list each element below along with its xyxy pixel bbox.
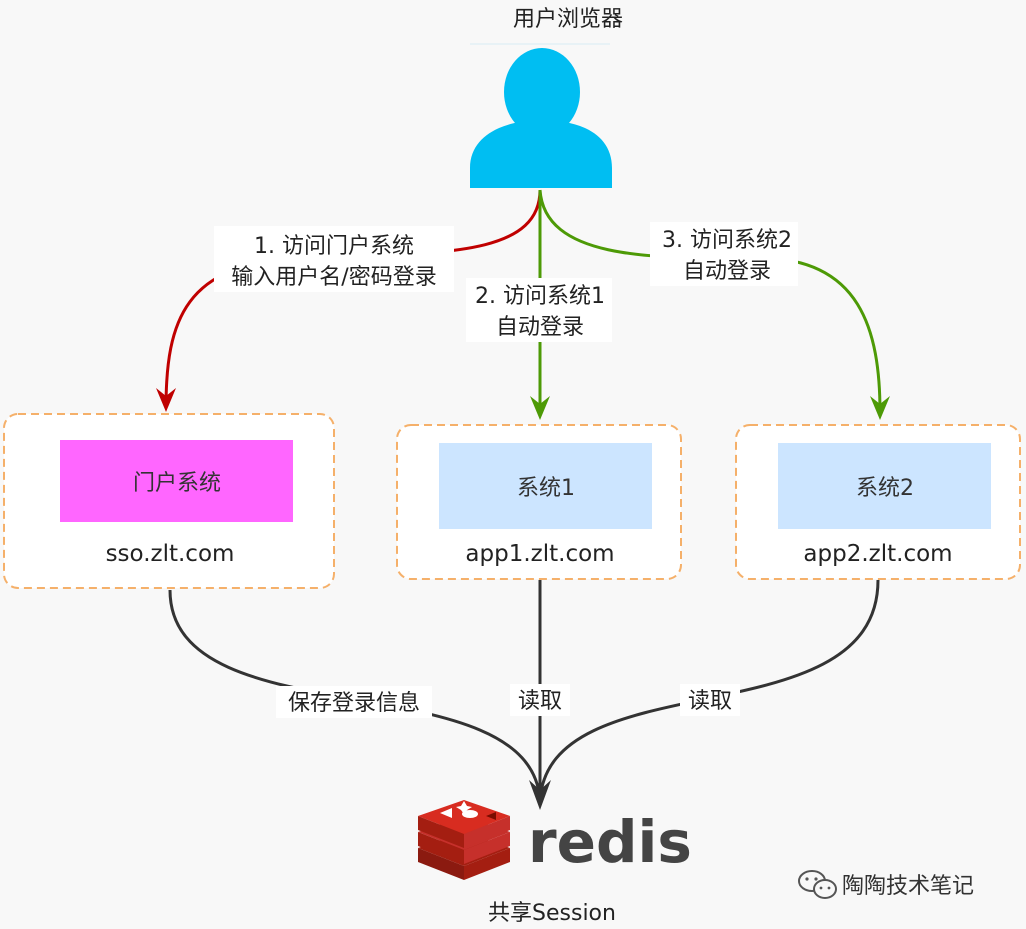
user-label: 用户浏览器 — [513, 7, 623, 32]
watermark-text: 陶陶技术笔记 — [842, 874, 974, 899]
system-app1-name: 系统1 — [517, 476, 575, 501]
edge-app1-line2: 自动登录 — [496, 315, 584, 340]
edge-user-app1-arrowhead — [530, 396, 550, 420]
redis-caption: 共享Session — [488, 901, 616, 926]
redis-logo-text: redis — [528, 808, 692, 876]
system-portal: 门户系统 sso.zlt.com — [3, 413, 335, 589]
edge-app2-line1: 3. 访问系统2 — [662, 228, 792, 253]
system-app1-box — [439, 443, 652, 529]
edge-portal-line1: 1. 访问门户系统 — [254, 234, 414, 259]
system-app2-box — [778, 443, 991, 529]
edge-user-app2-arrowhead — [870, 396, 890, 420]
edge-app2-label-bg — [650, 222, 798, 286]
system-app1: 系统1 app1.zlt.com — [396, 424, 682, 580]
edge-read1-label: 读取 — [518, 689, 562, 714]
system-portal-domain: sso.zlt.com — [106, 541, 235, 567]
system-portal-box — [60, 440, 293, 522]
edge-user-portal-arrowhead — [156, 388, 176, 412]
edge-app2-line2: 自动登录 — [683, 259, 771, 284]
edge-portal-label-bg — [214, 226, 454, 292]
edge-read2-label-bg — [680, 684, 740, 716]
system-app2-domain: app2.zlt.com — [803, 541, 952, 567]
edge-app1-label-bg — [466, 278, 612, 342]
system-portal-name: 门户系统 — [133, 471, 221, 496]
edge-read2-label: 读取 — [688, 689, 732, 714]
wechat-icon — [798, 870, 837, 899]
redis-logo-icon — [418, 800, 510, 880]
edge-app1-line1: 2. 访问系统1 — [475, 284, 605, 309]
edge-redis-arrowhead — [529, 780, 551, 810]
user-icon — [470, 48, 612, 188]
system-app2: 系统2 app2.zlt.com — [735, 424, 1021, 580]
system-app2-name: 系统2 — [856, 476, 914, 501]
edge-save-label-bg — [276, 686, 432, 718]
edge-save-label: 保存登录信息 — [288, 691, 420, 716]
system-app1-domain: app1.zlt.com — [465, 541, 614, 567]
edge-portal-line2: 输入用户名/密码登录 — [231, 265, 436, 290]
edge-read1-label-bg — [510, 684, 570, 716]
